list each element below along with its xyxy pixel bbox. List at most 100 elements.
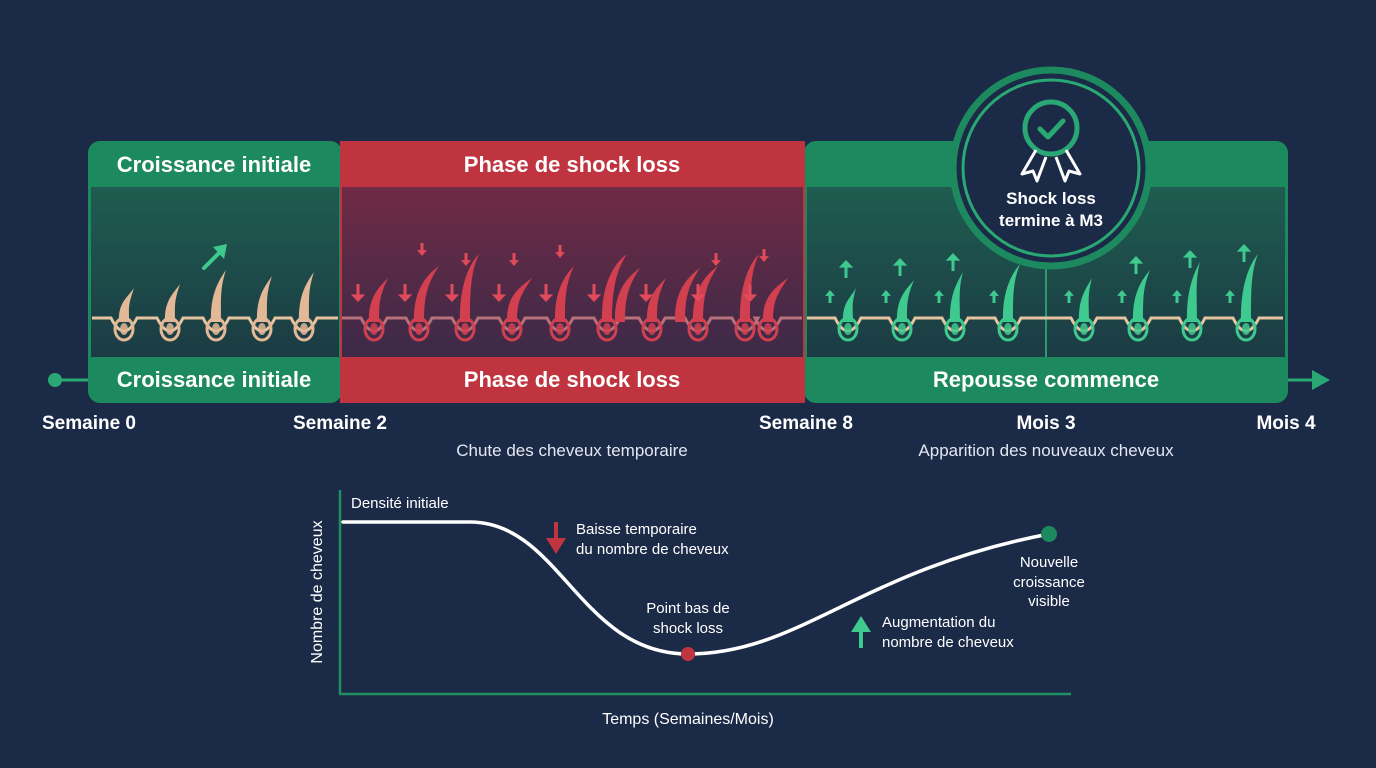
down-arrow-icon: [509, 253, 519, 266]
down-arrow-icon: [546, 522, 566, 554]
down-arrow-icon: [444, 284, 460, 302]
regrowth-hair-strand: [1078, 278, 1092, 322]
shock-hair-strand: [506, 278, 532, 322]
up-arrow-icon: [1064, 290, 1074, 303]
down-arrow-icon-head: [711, 260, 721, 266]
up-arrow-icon: [1128, 256, 1144, 274]
down-arrow-icon: [759, 249, 769, 262]
up-arrow-icon-head: [1225, 290, 1235, 296]
shock-hair-strand: [459, 254, 479, 322]
down-arrow-icon: [690, 284, 706, 302]
down-arrow-icon-head: [555, 252, 565, 258]
regrowth-hair-strand: [1002, 264, 1020, 322]
down-arrow-icon-head: [417, 250, 427, 256]
hair-illustration: [113, 243, 1258, 342]
regrowth-follicle-bulb: [1242, 323, 1250, 335]
initial-hair-strand: [118, 288, 134, 322]
down-arrow-icon: [491, 284, 507, 302]
regrowth-hair-strand: [949, 272, 963, 322]
regrowth-hair-strand: [1186, 262, 1200, 322]
low-point-marker: [681, 647, 695, 661]
initial-hair-strand: [164, 284, 180, 322]
down-arrow-icon-head: [638, 294, 654, 302]
x-axis-label: Temps (Semaines/Mois): [602, 711, 774, 728]
y-axis-label: Nombre de cheveux: [309, 520, 326, 663]
growth-arrow-icon: [202, 244, 227, 270]
up-arrow-icon-head: [825, 290, 835, 296]
up-arrow-icon-head: [1236, 244, 1252, 252]
initial-follicle-bulb: [212, 323, 220, 335]
down-arrow-icon-head: [690, 294, 706, 302]
down-arrow-icon-head: [397, 294, 413, 302]
shock-follicle-bulb: [764, 323, 772, 335]
up-arrow-icon: [1117, 290, 1127, 303]
shock-follicle-bulb: [370, 323, 378, 335]
label-rise-1: Augmentation du: [882, 614, 995, 631]
initial-follicle-bulb: [258, 323, 266, 335]
up-arrow-icon-head: [838, 260, 854, 268]
up-arrow-icon: [1236, 244, 1252, 262]
label-low-2: shock loss: [653, 620, 723, 637]
up-arrow-icon: [934, 290, 944, 303]
shock-hair-strand: [692, 266, 718, 322]
up-arrow-icon: [892, 258, 908, 276]
regrowth-follicle-bulb: [1134, 323, 1142, 335]
phase-shock-title: Phase de shock loss: [464, 367, 680, 392]
down-arrow-icon: [555, 245, 565, 258]
down-arrow-icon-head: [350, 294, 366, 302]
label-low-1: Point bas de: [646, 600, 729, 617]
label-drop-2: du nombre de cheveux: [576, 541, 729, 558]
down-arrow-icon-head: [586, 294, 602, 302]
timeline-start-dot: [48, 373, 62, 387]
up-arrow-icon: [945, 253, 961, 271]
up-arrow-icon-head: [1172, 290, 1182, 296]
shock-follicle-bulb: [556, 323, 564, 335]
caption-shock: Chute des cheveux temporaire: [456, 441, 688, 460]
up-arrow-icon-head: [881, 290, 891, 296]
tick-month3: Mois 3: [1016, 413, 1075, 434]
up-arrow-icon-head: [1064, 290, 1074, 296]
down-arrow-icon: [397, 284, 413, 302]
initial-hair-strand: [256, 276, 272, 322]
down-arrow-icon-head: [538, 294, 554, 302]
regrowth-follicle-bulb: [898, 323, 906, 335]
regrowth-hair-strand: [1240, 254, 1258, 322]
timeline-arrow-icon: [1312, 370, 1330, 390]
shock-hair-strand: [554, 266, 574, 322]
tick-week8: Semaine 8: [759, 413, 853, 434]
up-arrow-icon-head: [1182, 250, 1198, 258]
regrowth-follicle-bulb: [1080, 323, 1088, 335]
up-arrow-icon: [1172, 290, 1182, 303]
shock-hair-strand: [646, 278, 666, 322]
skin-line: [342, 316, 802, 333]
phase-shock-title-top: Phase de shock loss: [464, 152, 680, 177]
up-arrow-icon-head: [989, 290, 999, 296]
down-arrow-icon: [742, 284, 758, 302]
tick-week2: Semaine 2: [293, 413, 387, 434]
up-arrow-icon: [838, 260, 854, 278]
up-arrow-icon: [825, 290, 835, 303]
tick-month4: Mois 4: [1256, 413, 1316, 434]
down-arrow-icon: [711, 253, 721, 266]
regrowth-hair-strand: [842, 288, 856, 322]
badge-line2: termine à M3: [999, 211, 1103, 230]
badge-line1: Shock loss: [1006, 189, 1096, 208]
shock-follicle-bulb: [648, 323, 656, 335]
up-arrow-icon-head: [892, 258, 908, 266]
certified-check-icon: [1020, 99, 1082, 183]
shock-follicle-bulb: [603, 323, 611, 335]
shock-hair-strand: [601, 254, 627, 322]
down-arrow-icon-head: [509, 260, 519, 266]
phase-initial-title-top: Croissance initiale: [117, 152, 311, 177]
up-arrow-icon-head: [934, 290, 944, 296]
regrowth-follicle-bulb: [951, 323, 959, 335]
down-arrow-icon-head: [742, 294, 758, 302]
falling-hair-strand: [674, 268, 700, 322]
shock-hair-strand: [762, 278, 788, 322]
up-arrow-icon-head: [1117, 290, 1127, 296]
up-arrow-icon: [989, 290, 999, 303]
regrowth-hair-strand: [1132, 270, 1150, 322]
caption-regrowth: Apparition des nouveaux cheveux: [918, 441, 1174, 460]
shock-hair-strand: [368, 278, 388, 322]
